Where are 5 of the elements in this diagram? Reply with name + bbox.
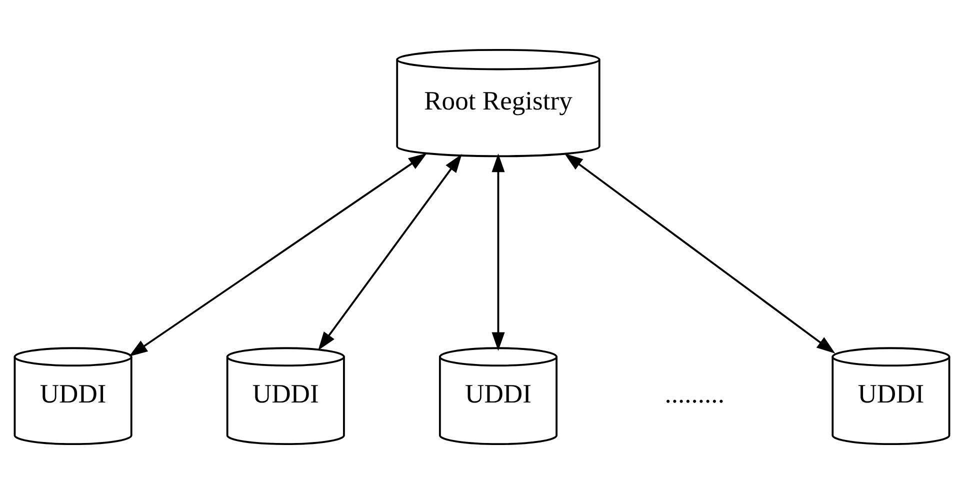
label: .........: [664, 378, 724, 409]
arrow: [129, 153, 428, 356]
arrow: [318, 154, 462, 350]
arrow: [564, 153, 836, 354]
arrow: [492, 153, 505, 351]
